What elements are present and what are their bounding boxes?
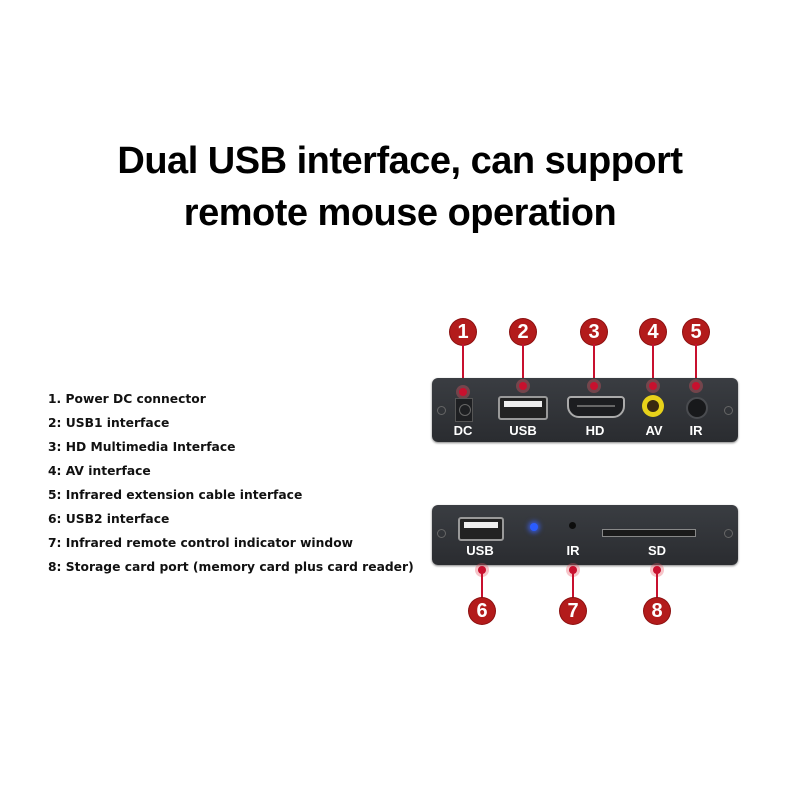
leader-line [593,344,595,386]
back-panel: USB IR SD [432,505,738,565]
callout-dot [519,382,527,390]
callout-badge-2: 2 [510,319,536,345]
usb2-port[interactable] [458,517,504,541]
callout-dot [459,388,467,396]
leader-line [572,570,574,600]
port-label-av: AV [645,423,663,438]
sd-card-slot[interactable] [602,529,696,537]
callout-badge-1: 1 [450,319,476,345]
callout-dot [692,382,700,390]
callout-dot [590,382,598,390]
front-panel: DC USB HD AV IR [432,378,738,442]
hdmi-port[interactable] [567,396,625,418]
led-indicator [530,523,538,531]
legend-item: 1. Power DC connector [48,392,206,406]
legend-item: 7: Infrared remote control indicator win… [48,536,354,550]
callout-badge-7: 7 [560,598,586,624]
legend-item: 6: USB2 interface [48,512,170,526]
usb1-port[interactable] [498,396,548,420]
legend-item: 8: Storage card port (memory card plus c… [48,560,414,574]
legend-item: 4: AV interface [48,464,151,478]
port-legend: 1. Power DC connector 2: USB1 interface … [48,390,414,582]
av-port[interactable] [642,395,664,417]
port-label-usb: USB [509,423,537,438]
heading-line-2: remote mouse operation [183,192,617,234]
ir-port[interactable] [686,397,708,419]
port-label-dc: DC [453,423,473,438]
leader-line [652,344,654,386]
port-label-ir: IR [566,543,580,558]
callout-dot [649,382,657,390]
callout-badge-4: 4 [640,319,666,345]
port-label-hd: HD [585,423,605,438]
leader-line [522,344,524,386]
leader-line [695,344,697,386]
screw-icon [437,406,446,415]
port-label-sd: SD [647,543,667,558]
screw-icon [437,529,446,538]
callout-badge-5: 5 [683,319,709,345]
screw-icon [724,529,733,538]
leader-line [656,570,658,600]
callout-badge-8: 8 [644,598,670,624]
leader-line [462,344,464,394]
leader-line [481,570,483,600]
callout-badge-6: 6 [469,598,495,624]
screw-icon [724,406,733,415]
legend-item: 2: USB1 interface [48,416,170,430]
dc-port[interactable] [455,398,473,422]
legend-item: 3: HD Multimedia Interface [48,440,236,454]
port-label-ir: IR [689,423,703,438]
legend-item: 5: Infrared extension cable interface [48,488,303,502]
ir-window [569,522,576,529]
port-label-usb: USB [466,543,494,558]
callout-badge-3: 3 [581,319,607,345]
heading-line-1: Dual USB interface, can support [117,140,683,182]
